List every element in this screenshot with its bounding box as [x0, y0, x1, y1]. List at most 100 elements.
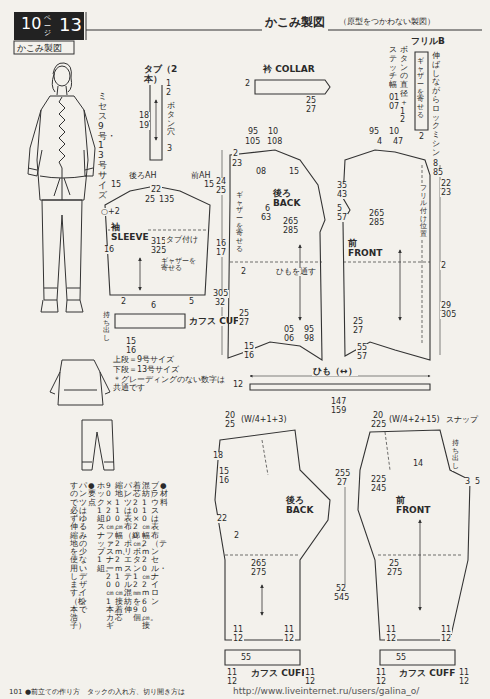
- piece-outline: [150, 80, 162, 160]
- vertical-note: 持ち出し: [103, 312, 110, 343]
- dimension-label: かこみ製図: [16, 44, 63, 53]
- dimension-lines: [345, 470, 346, 590]
- grainlines: [420, 520, 421, 610]
- dimension-label: ひもを通す: [275, 268, 317, 276]
- dimension-label: 上段＝9号サイズ: [112, 356, 175, 364]
- dimension-label: 15: [218, 468, 230, 476]
- vertical-note: 90×20㎝。ファスナー20㎝1本。カギ: [106, 482, 114, 631]
- dimension-label: 3: [464, 478, 471, 486]
- dimension-label: 25: [305, 97, 317, 105]
- dimension-label: 265: [368, 210, 385, 218]
- dimension-label: 12: [304, 678, 316, 686]
- dimension-label: 10: [20, 16, 42, 33]
- figure-drawing: [44, 288, 80, 289]
- dimension-label: 15: [203, 181, 215, 189]
- dimension-label: 108: [266, 138, 283, 146]
- vertical-note: 縮地）110㎝幅2m、2m10㎝。接着芯: [115, 482, 123, 622]
- piece-name: 衿 COLLAR: [262, 64, 316, 74]
- vertical-note: すので必ず伸縮地を使用します。（松本浩子）: [70, 482, 78, 631]
- dimension-label: 11: [283, 626, 295, 634]
- piece-name: ひも（↔）: [312, 366, 358, 376]
- figure-drawing: [50, 360, 110, 405]
- grainlines: [262, 585, 263, 615]
- dimension-label: 101: [8, 689, 23, 696]
- pattern-piece: 後ろ BACK: [225, 150, 335, 365]
- piece-outline: [343, 150, 430, 360]
- header: [86, 12, 87, 40]
- dimension-label: 105: [244, 138, 261, 146]
- dimension-label: 12: [232, 635, 244, 643]
- dimension-label: 2: [240, 268, 247, 276]
- figure-drawing: [40, 176, 86, 196]
- figure-drawing: [42, 200, 82, 300]
- dimension-label: 12: [232, 381, 244, 389]
- piece-outline: [212, 430, 342, 648]
- figure-drawing: [28, 168, 93, 170]
- dimension-label: 下段＝13号サイズ: [112, 366, 180, 374]
- dimension-label: 25: [352, 318, 364, 326]
- dimension-label: 52: [335, 585, 347, 593]
- dashed-guides: [230, 262, 322, 263]
- dimension-label: 27: [305, 106, 317, 114]
- vertical-note: ギャザーを寄せる: [236, 192, 243, 254]
- piece-name: 後ろ BACK: [285, 495, 323, 516]
- dimension-label: 11: [226, 669, 238, 677]
- dimension-label: 275: [250, 569, 267, 577]
- vertical-note: 混紡）110㎝幅2m20㎝、2m60㎝。接: [142, 482, 150, 631]
- figure-drawing: [59, 97, 65, 200]
- dimension-label: http://www.liveinternet.ru/users/galina_…: [232, 687, 420, 696]
- piece-name: 後ろ BACK: [272, 188, 308, 209]
- dashed-guides: [343, 262, 430, 263]
- dimension-label: 32: [214, 299, 226, 307]
- dimension-label: （原型をつかわない製図）: [338, 18, 436, 26]
- dimension-label: 285: [282, 227, 299, 235]
- page-title: かこみ製図: [262, 14, 328, 31]
- dimension-label: 08: [255, 168, 267, 176]
- dimension-label: 43: [336, 191, 348, 199]
- dimension-label: ギャザーを寄せる: [160, 258, 202, 273]
- dimension-label: 5: [336, 205, 343, 213]
- figure-drawing: [41, 300, 83, 312]
- dimension-label: (W/4+2+15): [388, 416, 441, 424]
- figure-drawing: [28, 63, 114, 470]
- piece-outline: [105, 186, 210, 295]
- pattern-piece: 衿 COLLAR: [240, 64, 335, 104]
- dimension-label: 27: [336, 479, 348, 487]
- grainlines: [156, 100, 157, 140]
- dimension-label: 23: [231, 160, 243, 168]
- piece-outline: [228, 150, 325, 360]
- dimension-label: 6: [150, 302, 157, 310]
- dimension-label: 16: [243, 352, 255, 360]
- vertical-note: フリル付け位置: [420, 185, 427, 239]
- dimension-label: 8: [432, 160, 439, 168]
- piece-name: 前 FRONT: [347, 238, 383, 259]
- dimension-label: 12: [458, 678, 470, 686]
- figure-drawing: [82, 420, 114, 470]
- dimension-label: 16: [125, 347, 137, 355]
- piece-outline: [250, 384, 430, 390]
- dimension-label: 25: [224, 421, 236, 429]
- dimension-label: 15: [243, 343, 255, 351]
- piece-name: カフス CUFF: [398, 668, 456, 678]
- dimension-label: 255: [334, 470, 351, 478]
- dimension-label: 2: [418, 133, 425, 141]
- piece-outline: [115, 314, 185, 328]
- dimension-label: 01: [388, 94, 400, 102]
- dimension-label: 25: [238, 310, 250, 318]
- dimension-label: 16: [103, 246, 115, 254]
- dimension-label: 95: [368, 128, 380, 136]
- dimension-label: 5: [474, 478, 481, 486]
- dimension-label: 305: [440, 311, 457, 319]
- vertical-note: 持ち出し: [452, 440, 459, 471]
- dimension-label: 15: [110, 181, 122, 189]
- dimension-label: 15: [288, 168, 300, 176]
- dimension-label: 11: [440, 626, 452, 634]
- piece-name: 袖 SLEEVE: [110, 222, 148, 243]
- piece-outline: [380, 650, 455, 665]
- dimension-label: 225: [370, 421, 387, 429]
- dashed-guides: [108, 165, 462, 555]
- dimension-label: 1: [165, 80, 172, 88]
- dimension-label: 22: [216, 515, 228, 523]
- dimension-label: 11: [458, 669, 470, 677]
- dimension-label: 16: [215, 240, 227, 248]
